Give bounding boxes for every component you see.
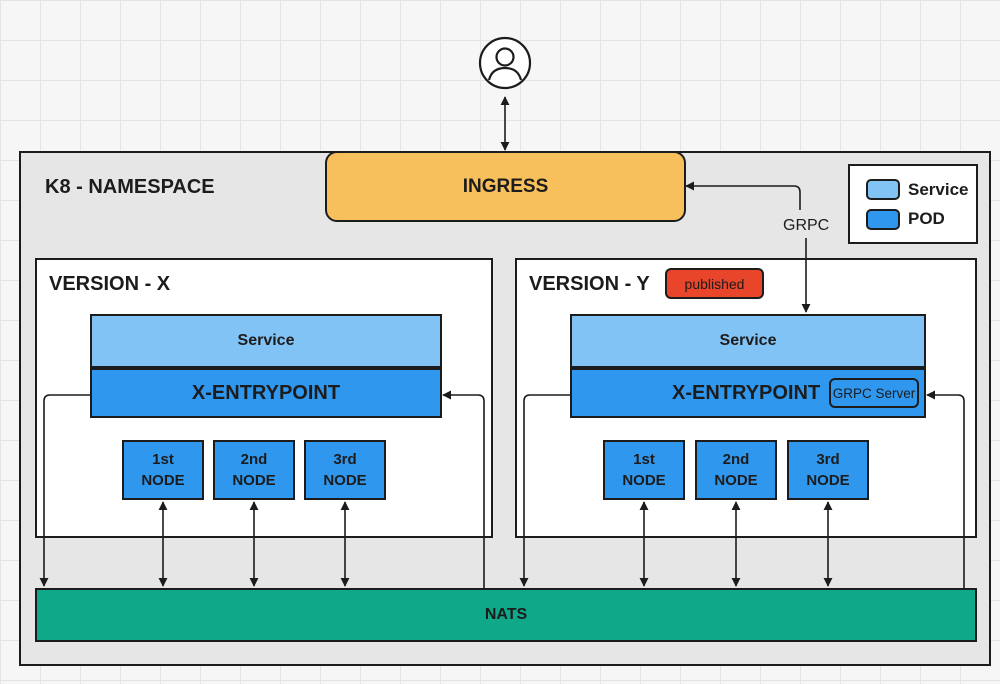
nats-label: NATS [484, 606, 528, 623]
node-label-line1: 3rd [333, 451, 357, 468]
ingress-label: INGRESS [462, 175, 549, 197]
legend-pod-label: POD [908, 209, 945, 228]
version-x-node-2[interactable]: 2nd NODE [213, 440, 295, 500]
node-label-line2: NODE [323, 472, 367, 489]
version-x-node-3[interactable]: 3rd NODE [304, 440, 386, 500]
version-y-service[interactable]: Service [570, 314, 926, 368]
user-icon[interactable] [478, 36, 532, 90]
legend-service-swatch [866, 179, 900, 200]
version-y-service-label: Service [719, 332, 777, 349]
version-y-node-3[interactable]: 3rd NODE [787, 440, 869, 500]
version-x-service-label: Service [237, 332, 295, 349]
grpc-server-box[interactable]: GRPC Server [829, 378, 919, 408]
version-x-title: VERSION - X [49, 273, 171, 295]
x-nats-to-entry-arrow [442, 390, 485, 588]
node-label-line1: 1st [152, 451, 174, 468]
node-label-line1: 3rd [816, 451, 840, 468]
version-y-node-2[interactable]: 2nd NODE [695, 440, 777, 500]
version-x-entrypoint[interactable]: X-ENTRYPOINT [90, 368, 442, 418]
legend-service-label: Service [908, 180, 969, 199]
node-label-line1: 1st [633, 451, 655, 468]
version-y-title: VERSION - Y [529, 273, 650, 295]
version-x-node-1[interactable]: 1st NODE [122, 440, 204, 500]
node-label-line2: NODE [141, 472, 185, 489]
nats-bus[interactable]: NATS [35, 588, 977, 642]
node-label-line2: NODE [806, 472, 850, 489]
node-label-line2: NODE [714, 472, 758, 489]
version-y-node-1[interactable]: 1st NODE [603, 440, 685, 500]
grpc-server-label: GRPC Server [832, 385, 916, 401]
ingress-box[interactable]: INGRESS [325, 151, 686, 222]
grpc-arrow-to-ingress [685, 181, 801, 210]
published-badge: published [665, 268, 764, 299]
legend-pod-swatch [866, 209, 900, 230]
version-y-entrypoint-label: X-ENTRYPOINT [672, 381, 821, 404]
version-x-service[interactable]: Service [90, 314, 442, 368]
y-entry-to-nats-arrow [519, 394, 570, 587]
x-entry-to-nats-arrow [39, 394, 90, 587]
published-badge-label: published [684, 275, 745, 292]
legend: Service POD [848, 164, 978, 244]
y-nats-to-entry-arrow [926, 390, 965, 588]
node-label-line1: 2nd [240, 451, 268, 468]
namespace-title: K8 - NAMESPACE [45, 176, 215, 198]
node-label-line1: 2nd [722, 451, 750, 468]
grpc-link-label: GRPC [781, 217, 832, 235]
version-x-entrypoint-label: X-ENTRYPOINT [191, 381, 341, 404]
node-label-line2: NODE [232, 472, 276, 489]
node-label-line2: NODE [622, 472, 666, 489]
